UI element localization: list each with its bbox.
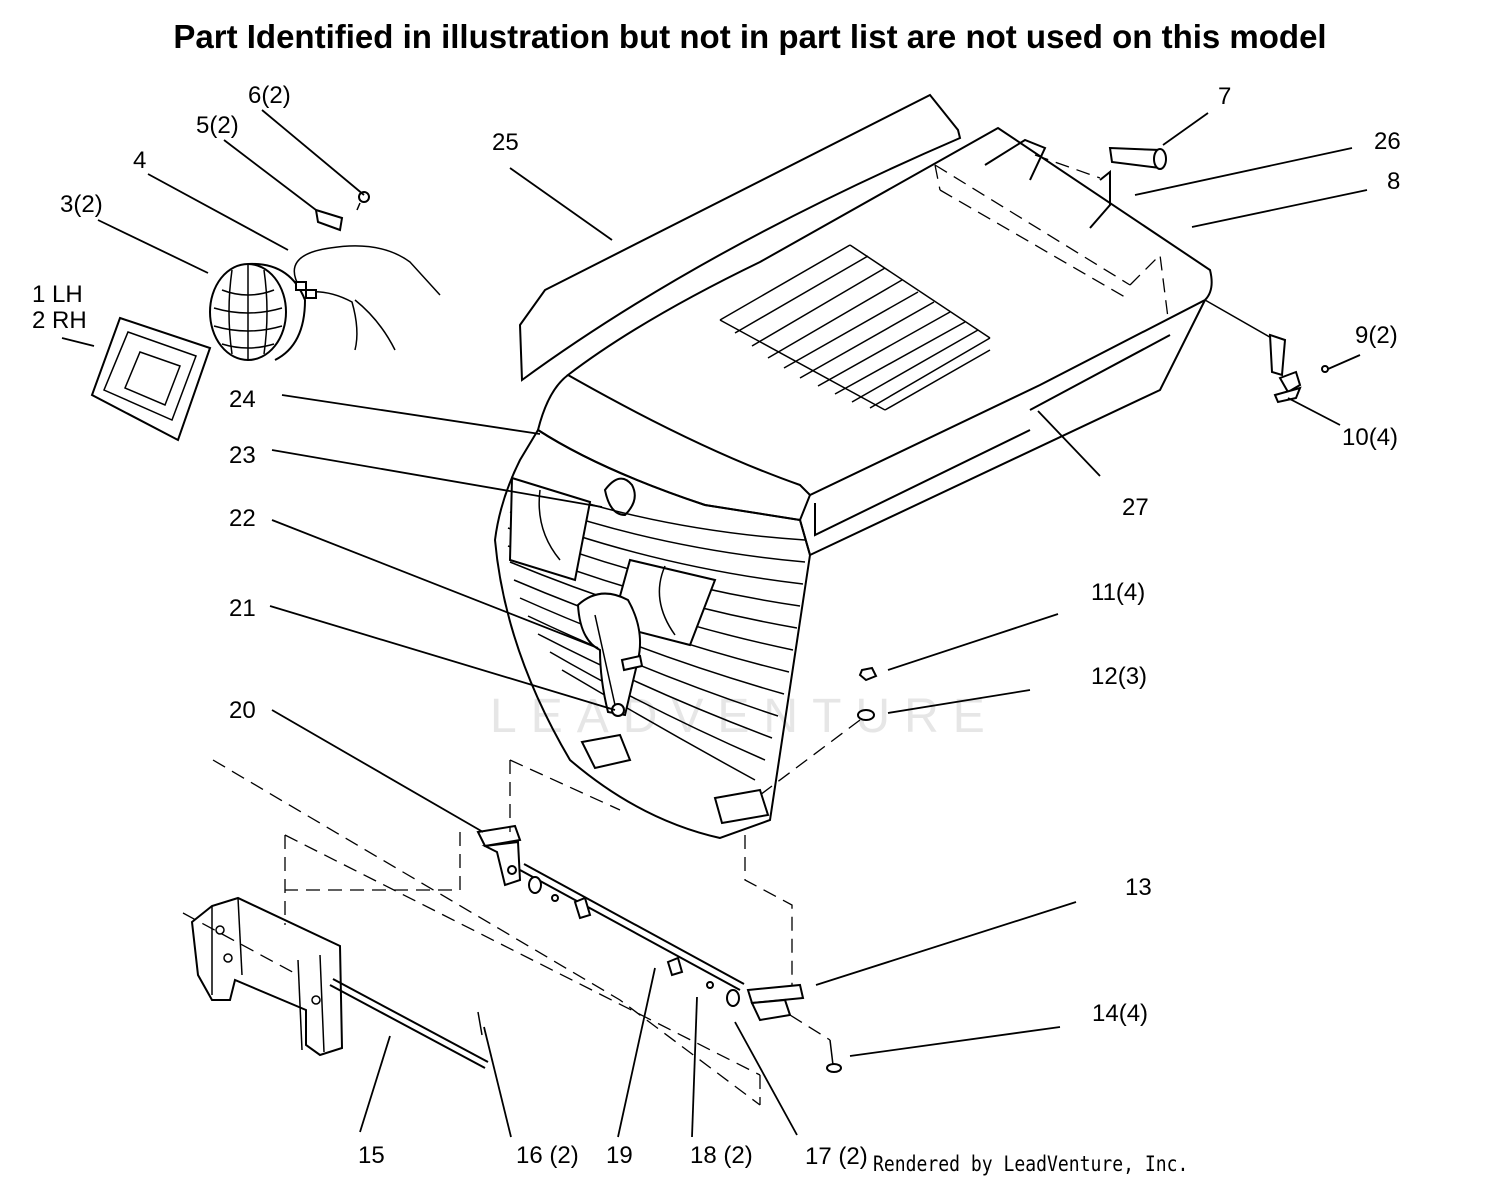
part-13-right-pivot-bracket [746, 983, 805, 1022]
callout-10: 10(4) [1342, 424, 1398, 451]
callout-7: 7 [1218, 83, 1231, 110]
part-21-latch-strap [576, 592, 644, 717]
callout-11: 11(4) [1091, 579, 1145, 606]
part-16-pin [477, 1011, 483, 1036]
part-6-screw [356, 191, 370, 211]
callout-18: 18 (2) [690, 1142, 753, 1169]
callout-13: 13 [1125, 874, 1152, 901]
part-1-2-light-housing [90, 316, 212, 442]
callout-22: 22 [229, 505, 256, 532]
part-9-10-hinge [1204, 299, 1329, 404]
callout-15: 15 [358, 1142, 385, 1169]
part-19-pivot-shaft [519, 863, 745, 991]
callout-20: 20 [229, 697, 256, 724]
callout-labels: 1 LH 2 RH 3(2) 4 5(2) 6(2) 7 8 9(2) 10(4… [32, 82, 1401, 1170]
callout-26: 26 [1374, 128, 1401, 155]
part-7-handle [1108, 146, 1167, 170]
part-15-rod [329, 978, 489, 1069]
hood-louvres [719, 244, 991, 411]
callout-14: 14(4) [1092, 1000, 1148, 1027]
callout-8: 8 [1387, 168, 1400, 195]
callout-3: 3(2) [60, 191, 103, 218]
callout-25: 25 [492, 129, 519, 156]
callout-1-lh: 1 LH [32, 281, 83, 308]
callout-12: 12(3) [1091, 663, 1147, 690]
part-14-screw [826, 1039, 842, 1073]
leader-lines [61, 109, 1368, 1138]
watermark: LEADVENTURE [490, 690, 999, 743]
part-4-wire-harness [293, 245, 441, 351]
callout-2-rh: 2 RH [32, 307, 87, 334]
mounting-frame [190, 896, 344, 1057]
callout-9: 9(2) [1355, 322, 1398, 349]
callout-23: 23 [229, 442, 256, 469]
part-8-hood [536, 126, 1213, 557]
callout-16: 16 (2) [516, 1142, 579, 1169]
callout-21: 21 [229, 595, 256, 622]
page-title: Part Identified in illustration but not … [173, 18, 1327, 55]
part-18-clip [551, 894, 714, 989]
part-5-bracket [314, 208, 344, 232]
assembly-lines [182, 719, 861, 1106]
part-17-washer [528, 876, 740, 1007]
callout-5: 5(2) [196, 112, 239, 139]
part-3-headlight [209, 262, 307, 361]
callout-17: 17 (2) [805, 1143, 868, 1170]
part-11-12-nut-washer [857, 666, 878, 721]
part-20-left-pivot-bracket [476, 824, 522, 887]
callout-4: 4 [133, 147, 146, 174]
part-25-decal-strip [518, 93, 962, 382]
callout-6: 6(2) [248, 82, 291, 109]
callout-24: 24 [229, 386, 256, 413]
part-22-grille [493, 428, 812, 840]
callout-19: 19 [606, 1142, 633, 1169]
callout-27: 27 [1122, 494, 1149, 521]
render-credit: Rendered by LeadVenture, Inc. [873, 1152, 1189, 1176]
